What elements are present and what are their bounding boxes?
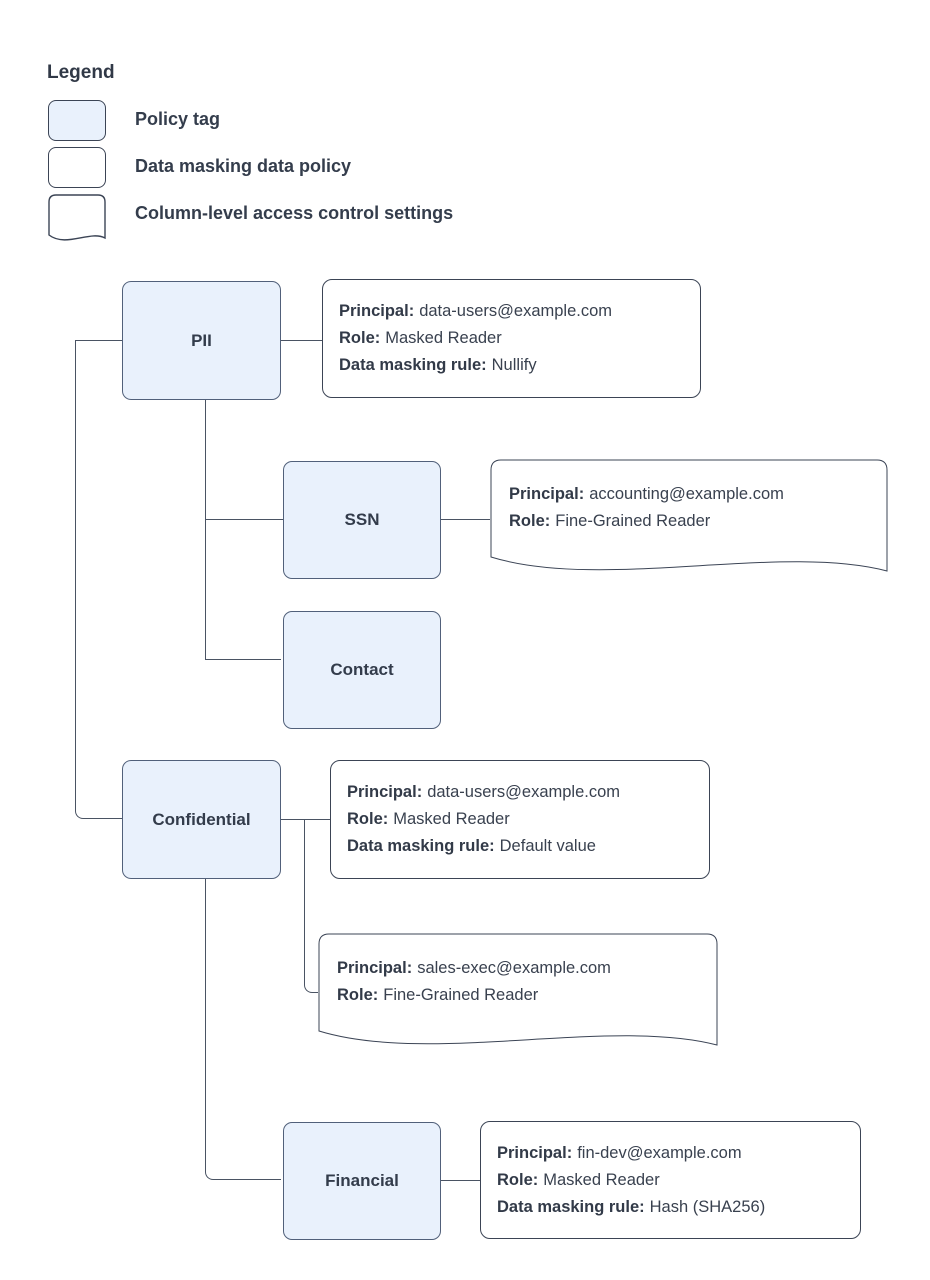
policy-tag-node-contact: Contact [283, 611, 441, 729]
connector-ssn-to-access [441, 519, 490, 520]
connector-confidential-to-access [304, 819, 318, 993]
principal-label: Principal: [339, 302, 415, 320]
access-settings-swatch-icon [48, 194, 106, 246]
policy-tag-node-ssn: SSN [283, 461, 441, 579]
data-policy-box-pii: Principal:data-users@example.com Role:Ma… [322, 279, 701, 398]
role-label: Role: [497, 1170, 539, 1189]
legend-item-policy-tag: Policy tag [135, 109, 221, 129]
principal-value: data-users@example.com [427, 783, 621, 801]
masking-rule-label: Data masking rule: [339, 356, 487, 374]
principal-label: Principal: [497, 1143, 573, 1162]
role-value: Masked Reader [543, 1170, 660, 1189]
connector-pii-to-confidential [75, 340, 122, 819]
role-label: Role: [337, 985, 379, 1004]
data-policy-box-confidential: Principal:data-users@example.com Role:Ma… [330, 760, 710, 879]
principal-value: data-users@example.com [419, 302, 613, 320]
node-label: PII [191, 330, 212, 350]
role-value: Fine-Grained Reader [555, 511, 711, 530]
role-value: Masked Reader [385, 329, 502, 347]
node-label: Confidential [152, 809, 251, 829]
connector-pii-to-ssn [205, 519, 283, 520]
node-label: Contact [330, 660, 394, 679]
access-settings-box-confidential: Principal:sales-exec@example.com Role:Fi… [318, 933, 718, 1058]
connector-financial-to-policy [441, 1180, 480, 1181]
principal-value: accounting@example.com [589, 484, 784, 503]
policy-tag-node-confidential: Confidential [122, 760, 281, 879]
principal-value: sales-exec@example.com [417, 958, 611, 977]
policy-tag-node-pii: PII [122, 281, 281, 400]
data-policy-box-financial: Principal:fin-dev@example.com Role:Maske… [480, 1121, 861, 1239]
principal-label: Principal: [509, 484, 585, 503]
role-label: Role: [509, 511, 551, 530]
access-settings-box-ssn: Principal:accounting@example.com Role:Fi… [490, 459, 888, 584]
node-label: SSN [344, 510, 380, 529]
principal-label: Principal: [347, 783, 423, 801]
role-label: Role: [347, 810, 389, 828]
policy-tag-swatch-icon [48, 100, 106, 141]
legend-item-data-masking-policy: Data masking data policy [135, 156, 352, 176]
connector-pii-to-contact [205, 400, 281, 660]
legend-item-access-control-settings: Column-level access control settings [135, 203, 454, 223]
legend-title: Legend [47, 62, 115, 83]
principal-label: Principal: [337, 958, 413, 977]
masking-rule-value: Hash (SHA256) [649, 1197, 766, 1216]
policy-tag-node-financial: Financial [283, 1122, 441, 1240]
node-label: Financial [325, 1171, 399, 1190]
role-value: Masked Reader [393, 810, 510, 828]
data-policy-swatch-icon [48, 147, 106, 188]
masking-rule-label: Data masking rule: [347, 837, 495, 855]
role-value: Fine-Grained Reader [383, 985, 539, 1004]
principal-value: fin-dev@example.com [577, 1143, 742, 1162]
connector-confidential-to-financial [205, 879, 281, 1180]
masking-rule-value: Nullify [491, 356, 537, 374]
masking-rule-label: Data masking rule: [497, 1197, 645, 1216]
role-label: Role: [339, 329, 381, 347]
masking-rule-value: Default value [499, 837, 596, 855]
connector-pii-to-policy [281, 340, 322, 341]
